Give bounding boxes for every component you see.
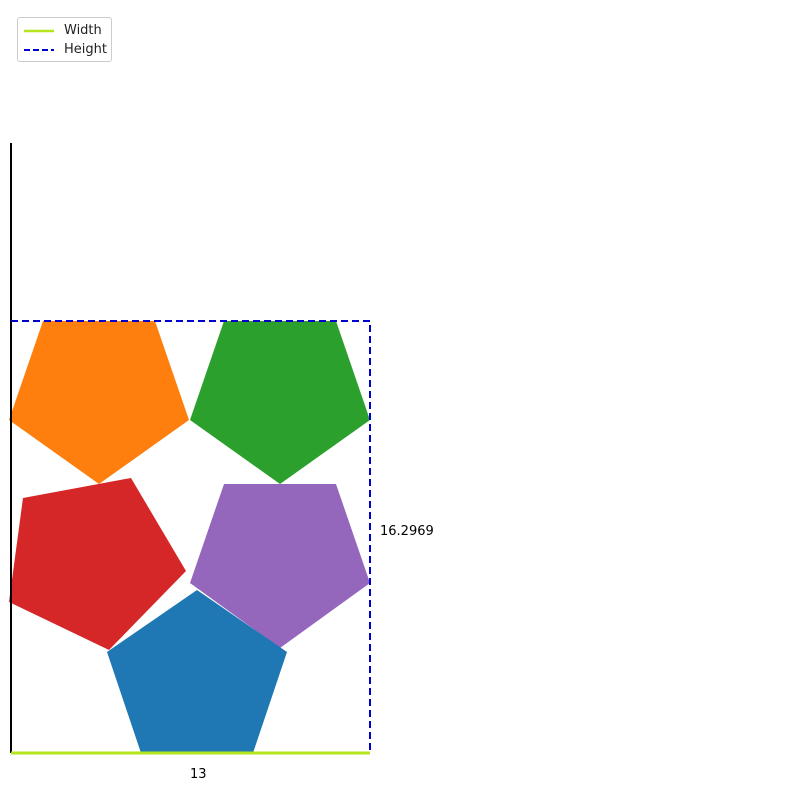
width-value-label: 13 — [190, 767, 207, 782]
height-value-label: 16.2969 — [380, 524, 434, 539]
legend-label-width: Width — [64, 23, 102, 38]
legend: Width Height — [17, 17, 112, 62]
width-legend-swatch — [24, 29, 54, 33]
green-pentagon — [190, 321, 370, 484]
height-legend-swatch — [24, 49, 54, 51]
legend-label-height: Height — [64, 42, 107, 57]
legend-item-width: Width — [24, 23, 102, 39]
blue-pentagon — [107, 590, 287, 753]
orange-pentagon — [9, 321, 189, 484]
height-box-line — [11, 320, 371, 753]
red-pentagon — [9, 478, 186, 650]
legend-item-height: Height — [24, 42, 107, 58]
purple-pentagon — [190, 484, 370, 648]
